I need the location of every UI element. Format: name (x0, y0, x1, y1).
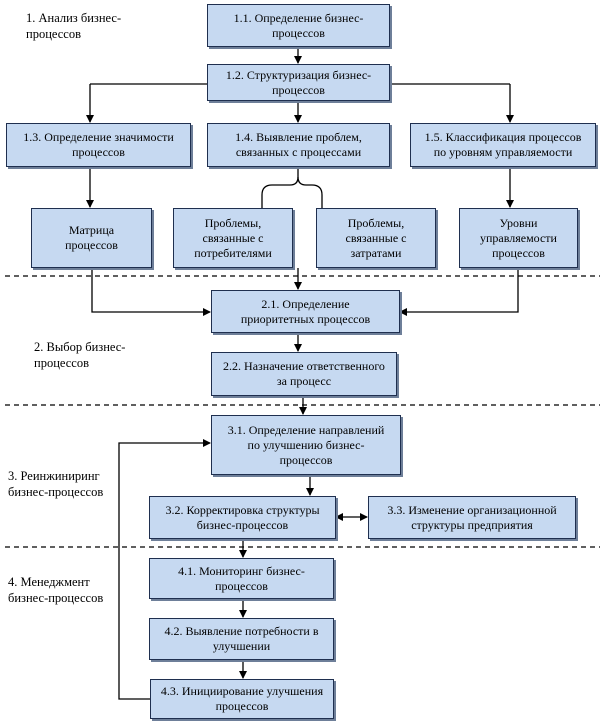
brace-right (297, 176, 323, 208)
arrow-matrix-to-2-1 (91, 268, 211, 316)
box-problems-consumers: Проблемы, связанные с потребителями (173, 208, 293, 268)
box-1-5-classification: 1.5. Классификация процессов по уровням … (410, 123, 596, 167)
box-1-4-problems: 1.4. Выявление проблем, связанных с проц… (207, 123, 390, 167)
stage-label-management: 4. Менеджмент бизнес-процессов (8, 575, 104, 605)
arrow-feedback-4-3-to-3-1 (118, 439, 211, 700)
box-problems-costs: Проблемы, связанные с затратами (316, 208, 436, 268)
stage-label-reengineering: 3. Реинжиниринг бизнес-процессов (8, 469, 104, 499)
box-3-1-improvement-directions: 3.1. Определение направлений по улучшени… (211, 415, 401, 475)
box-2-2-responsible: 2.2. Назначение ответственного за процес… (211, 352, 397, 396)
stage-label-selection: 2. Выбор бизнес- процессов (34, 340, 126, 370)
box-1-2-structuring: 1.2. Структуризация бизнес- процессов (207, 64, 390, 101)
box-3-3-org-structure: 3.3. Изменение организационной структуры… (368, 496, 576, 539)
brace-left (261, 167, 299, 208)
box-1-3-significance: 1.3. Определение значимости процессов (6, 123, 191, 167)
box-3-2-structure-correction: 3.2. Корректировка структуры бизнес-проц… (149, 496, 336, 539)
box-control-levels: Уровни управляемости процессов (459, 208, 578, 268)
box-1-1-define-processes: 1.1. Определение бизнес- процессов (207, 4, 390, 47)
box-4-2-need-identification: 4.2. Выявление потребности в улучшении (149, 618, 334, 660)
box-4-3-initiation: 4.3. Инициирование улучшения процессов (150, 679, 334, 719)
arrow-levels-to-2-1 (399, 268, 519, 316)
box-2-1-priority: 2.1. Определение приоритетных процессов (211, 290, 400, 333)
box-4-1-monitoring: 4.1. Мониторинг бизнес- процессов (149, 558, 334, 599)
stage-label-analysis: 1. Анализ бизнес- процессов (26, 11, 122, 41)
box-matrix: Матрица процессов (31, 208, 152, 268)
